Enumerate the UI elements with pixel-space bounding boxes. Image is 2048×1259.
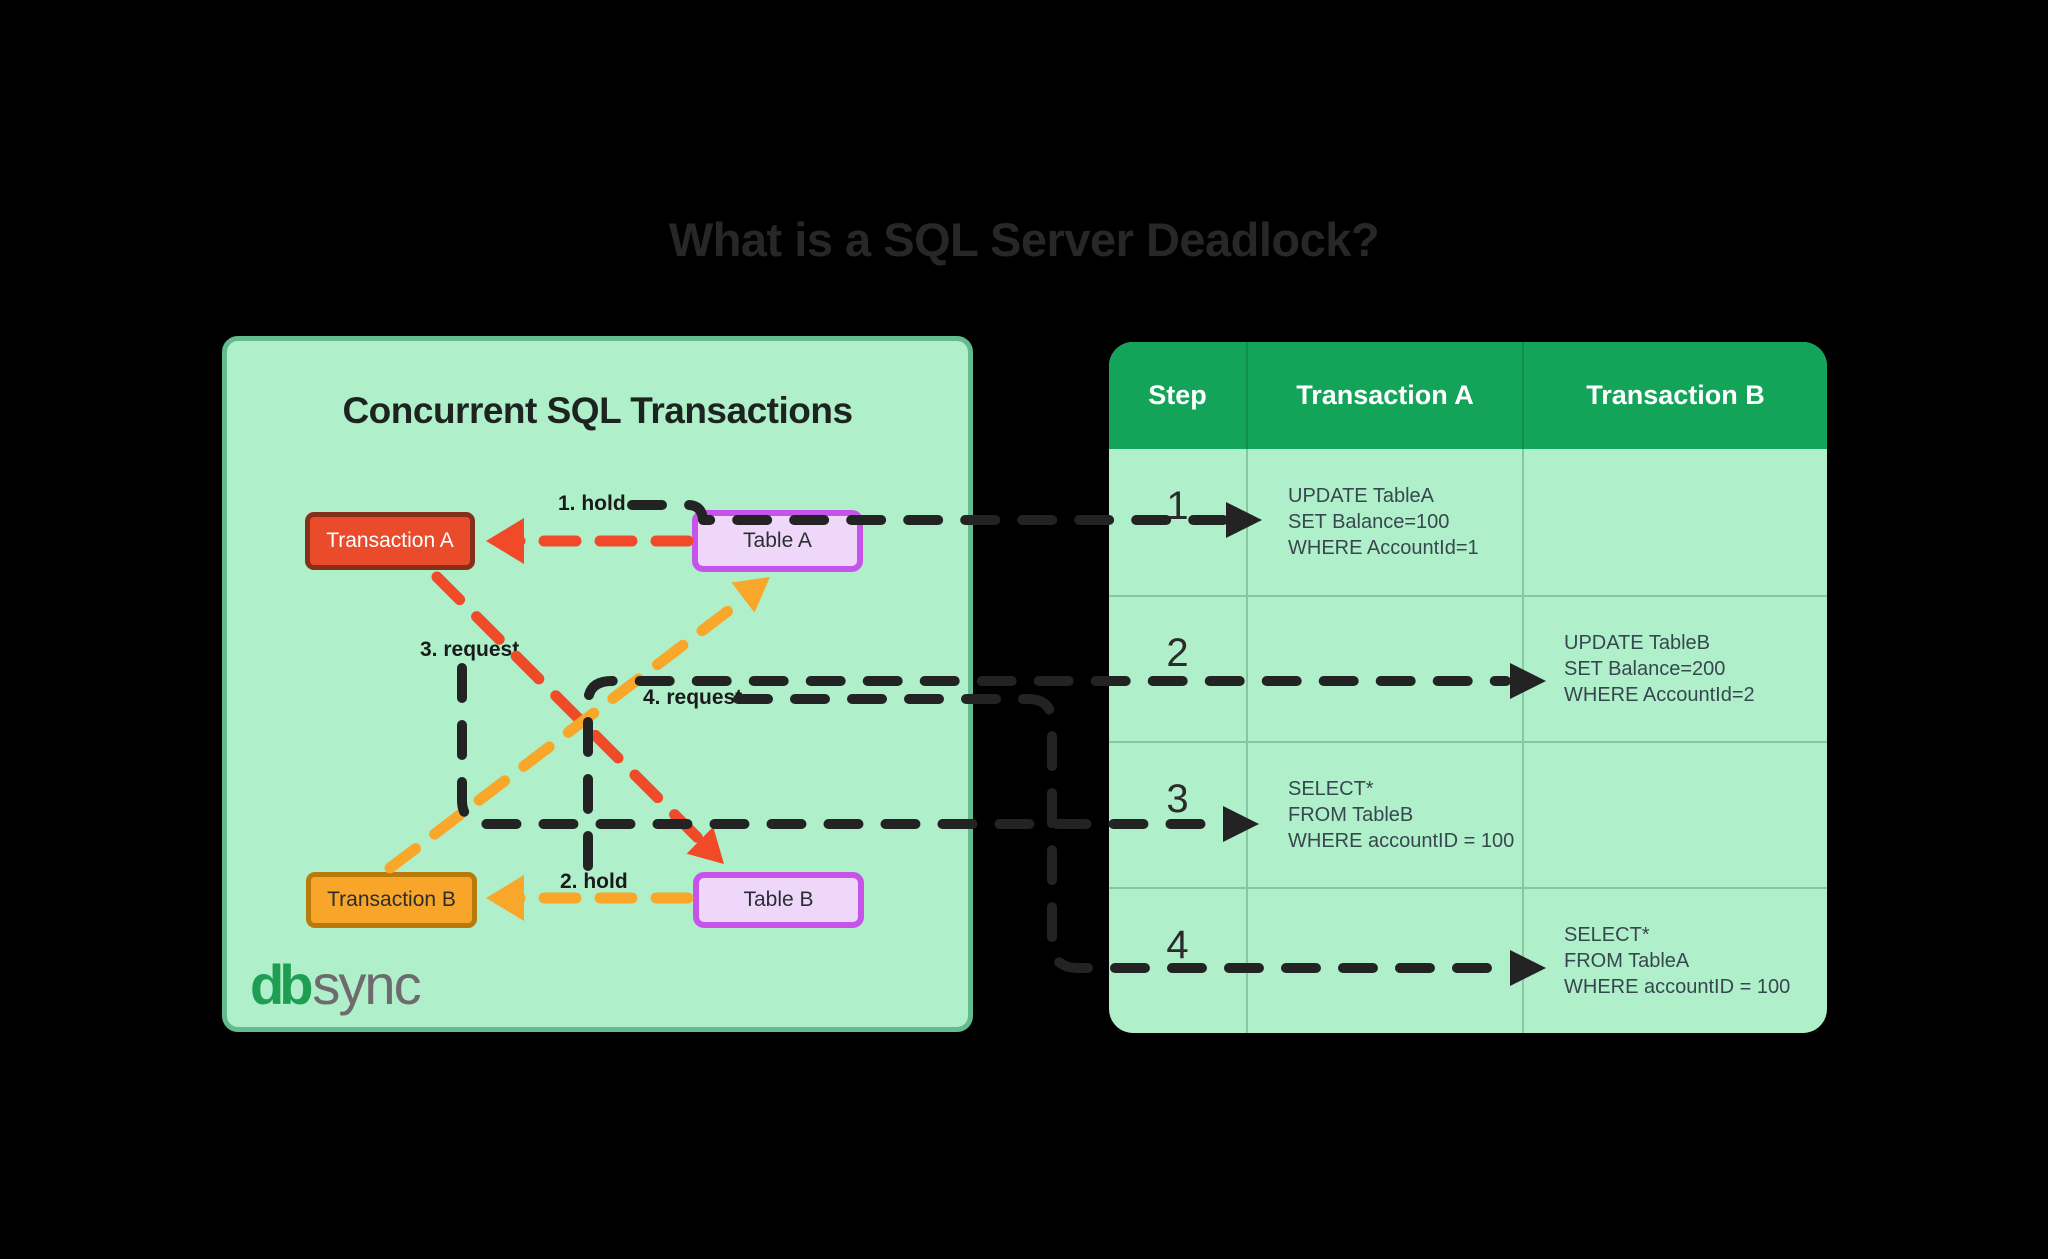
transaction-b-cell	[1522, 449, 1827, 595]
box-transaction-a-label: Transaction A	[326, 529, 454, 552]
box-table-b-label: Table B	[743, 888, 814, 911]
box-transaction-a: Transaction A	[305, 512, 475, 570]
page-title: What is a SQL Server Deadlock?	[668, 213, 1380, 266]
edge-label-hold-1: 1. hold	[558, 492, 626, 515]
header-transaction-b: Transaction B	[1522, 342, 1827, 449]
dbsync-logo-db: db	[250, 953, 313, 1016]
transaction-b-cell: UPDATE TableB SET Balance=200 WHERE Acco…	[1522, 595, 1827, 741]
dbsync-logo-sync: sync	[312, 953, 421, 1016]
box-table-a-label: Table A	[743, 529, 812, 552]
panel-title: Concurrent SQL Transactions	[342, 390, 853, 431]
box-table-a: Table A	[692, 510, 863, 572]
step-number-cell: 1	[1166, 483, 1189, 528]
box-transaction-b-label: Transaction B	[327, 888, 456, 911]
step-number-cell: 2	[1109, 595, 1246, 741]
dbsync-logo: dbsync	[250, 952, 422, 1017]
transaction-a-cell	[1246, 887, 1522, 1033]
transaction-a-cell: SELECT* FROM TableB WHERE accountID = 10…	[1246, 741, 1522, 887]
steps-table-header: Step Transaction A Transaction B	[1109, 342, 1827, 449]
box-transaction-b: Transaction B	[306, 872, 477, 928]
edge-label-request-3: 3. request	[420, 638, 520, 661]
transaction-b-cell: SELECT* FROM TableA WHERE accountID = 10…	[1522, 887, 1827, 1033]
header-step: Step	[1148, 380, 1207, 410]
steps-table-body: 1 UPDATE TableA SET Balance=100 WHERE Ac…	[1109, 449, 1827, 1033]
edge-label-hold-2: 2. hold	[560, 870, 628, 893]
step-number-cell: 3	[1109, 741, 1246, 887]
header-transaction-a: Transaction A	[1246, 342, 1522, 449]
transaction-a-cell	[1246, 595, 1522, 741]
box-table-b: Table B	[693, 872, 864, 928]
steps-table: Step Transaction A Transaction B 1 UPDAT…	[1109, 342, 1827, 1033]
transaction-a-cell: UPDATE TableA SET Balance=100 WHERE Acco…	[1246, 449, 1522, 595]
step-number-cell: 4	[1109, 887, 1246, 1033]
transaction-b-cell	[1522, 741, 1827, 887]
edge-label-request-4: 4. request	[643, 686, 743, 709]
